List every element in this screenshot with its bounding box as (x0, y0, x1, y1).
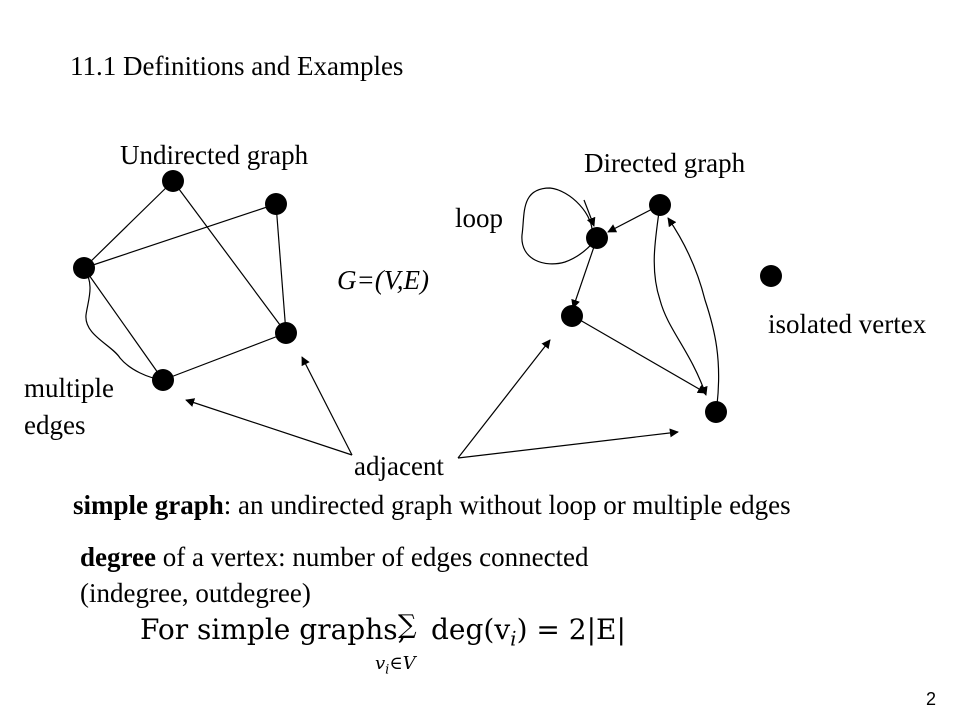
simple-graph-term: simple graph (73, 490, 224, 520)
vertex (152, 369, 174, 391)
simple-graph-definition: simple graph: an undirected graph withou… (73, 492, 791, 519)
edge (275, 203, 287, 334)
sum-index-set: ∈V (389, 653, 416, 674)
undirected-graph-vertices (73, 170, 297, 391)
adjacent-pointer-arrows (185, 339, 679, 459)
pointer-arrow (457, 339, 551, 459)
simple-graph-text: : an undirected graph without loop or mu… (223, 490, 791, 520)
vertex (561, 305, 583, 327)
formula-rhs: ) = 2|E| (516, 613, 626, 646)
formula-body: deg(vi) = 2|E| (431, 616, 626, 649)
multiple-label: multiple (24, 373, 114, 403)
degree-term: degree (80, 542, 156, 572)
undirected-graph-edges (83, 180, 287, 381)
directed-graph-edges (521, 187, 720, 406)
adjacent-label: adjacent (354, 451, 444, 481)
vertex (586, 227, 608, 249)
page-number: 2 (926, 689, 937, 709)
degree-text: of a vertex: number of edges connected (155, 542, 589, 572)
directed-graph-label: Directed graph (584, 148, 746, 178)
directed-edge-curve (653, 204, 708, 396)
vertex (73, 257, 95, 279)
loop-arrow (583, 199, 596, 227)
summation-index: vi∈V (375, 655, 416, 677)
pointer-arrow (301, 356, 353, 456)
vertex (649, 194, 671, 216)
isolated-vertex-label: isolated vertex (768, 309, 927, 339)
graph-notation: G=(V,E) (337, 265, 429, 295)
sum-index-v: v (375, 653, 386, 674)
edge (83, 203, 277, 269)
summation-symbol: ∑ (398, 610, 417, 640)
degree-definition: degree of a vertex: number of edges conn… (80, 544, 589, 571)
pointer-arrow (185, 398, 353, 456)
formula-deg: deg(v (431, 613, 511, 646)
vertex (162, 170, 184, 192)
sum-index-sub: i (385, 662, 390, 678)
edge (162, 332, 287, 381)
edges-label: edges (24, 410, 86, 440)
edge (83, 267, 164, 381)
formula-subscript: i (510, 626, 517, 651)
directed-edge (572, 315, 707, 394)
page-title: 11.1 Definitions and Examples (70, 51, 404, 81)
formula-prefix: For simple graphs, (140, 613, 407, 646)
edge (172, 180, 287, 334)
vertex (275, 322, 297, 344)
vertex (265, 193, 287, 215)
vertex (705, 401, 727, 423)
directed-graph-vertices (561, 194, 782, 423)
pointer-arrow (457, 428, 679, 459)
degree-parenthetical: (indegree, outdegree) (80, 578, 311, 608)
isolated-vertex (760, 265, 782, 287)
loop-edge (521, 187, 598, 265)
loop-label: loop (455, 203, 504, 233)
edge (83, 180, 174, 269)
undirected-graph-label: Undirected graph (120, 140, 309, 170)
directed-edge-curve (667, 217, 720, 406)
directed-edge (571, 237, 598, 309)
multiple-edge-curve (83, 267, 164, 381)
